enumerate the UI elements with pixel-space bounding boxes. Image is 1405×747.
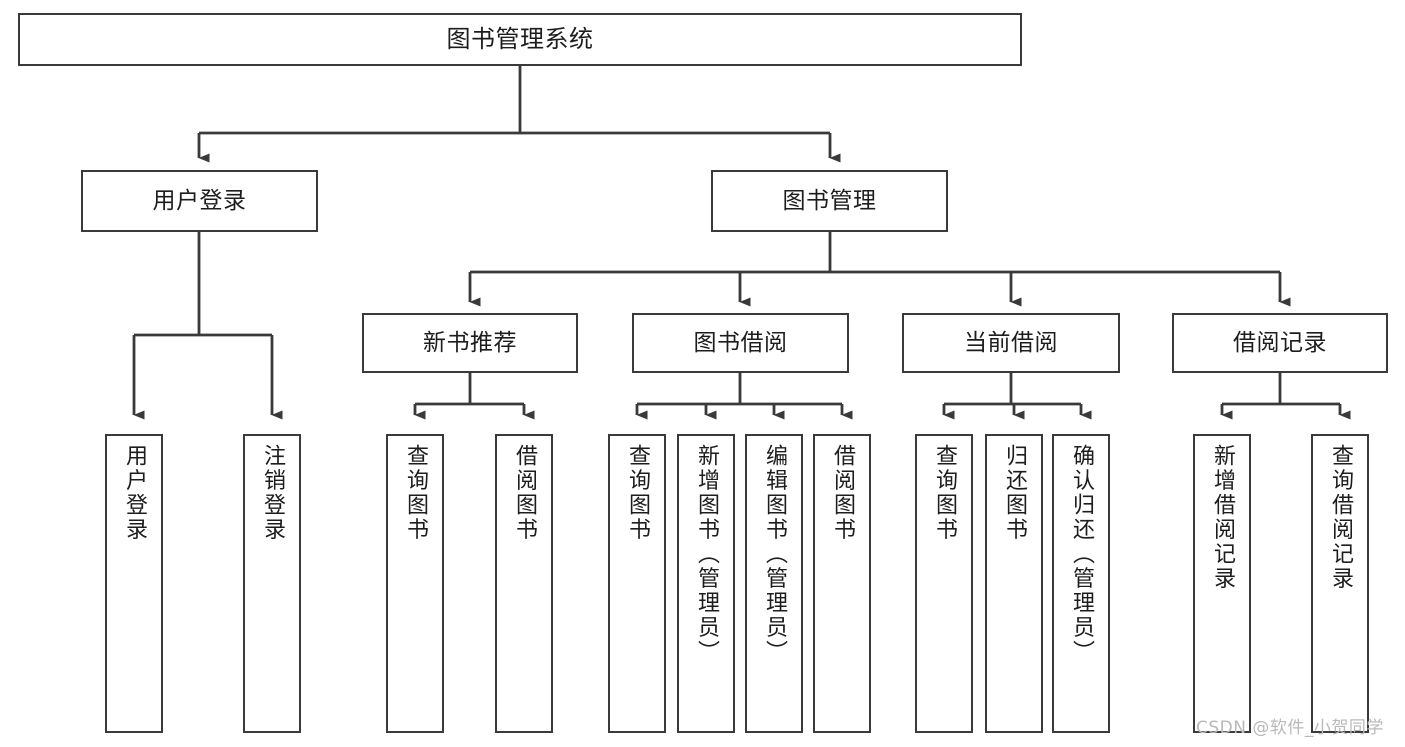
node-label: 用户登录 xyxy=(122,444,147,542)
node-label: 借阅图书 xyxy=(512,444,537,542)
node-label: 确认归还（管理员） xyxy=(1069,444,1094,665)
node-label: 用户登录 xyxy=(152,187,247,214)
node-label: 查询图书 xyxy=(932,444,957,542)
node-label: 查询借阅记录 xyxy=(1328,444,1353,591)
leaf-new-book-query[interactable]: 查询图书 xyxy=(386,434,444,733)
node-label: 编辑图书（管理员） xyxy=(762,444,787,665)
node-label: 查询图书 xyxy=(403,444,428,542)
leaf-user-login-signin[interactable]: 用户登录 xyxy=(105,434,163,733)
node-label: 新书推荐 xyxy=(423,329,517,356)
node-label: 图书借阅 xyxy=(693,329,788,356)
leaf-borrow-record-add[interactable]: 新增借阅记录 xyxy=(1193,434,1251,733)
node-label: 归还图书 xyxy=(1002,444,1027,542)
leaf-book-borrow-query[interactable]: 查询图书 xyxy=(608,434,666,733)
leaf-book-borrow-lend[interactable]: 借阅图书 xyxy=(813,434,871,733)
node-book-borrow[interactable]: 图书借阅 xyxy=(632,313,849,373)
node-label: 借阅记录 xyxy=(1233,329,1327,356)
leaf-new-book-borrow[interactable]: 借阅图书 xyxy=(495,434,553,733)
node-label: 注销登录 xyxy=(260,444,285,542)
node-label: 新增借阅记录 xyxy=(1210,444,1235,591)
node-label: 借阅图书 xyxy=(830,444,855,542)
leaf-user-login-signout[interactable]: 注销登录 xyxy=(243,434,301,733)
node-label: 图书管理系统 xyxy=(446,24,594,53)
node-label: 查询图书 xyxy=(625,444,650,542)
csdn-watermark: CSDN @软件_小贺同学 xyxy=(1196,718,1384,738)
leaf-book-borrow-edit[interactable]: 编辑图书（管理员） xyxy=(745,434,803,733)
node-user-login[interactable]: 用户登录 xyxy=(81,170,318,232)
leaf-current-borrow-return[interactable]: 归还图书 xyxy=(985,434,1043,733)
leaf-borrow-record-query[interactable]: 查询借阅记录 xyxy=(1311,434,1369,733)
leaf-current-borrow-confirm[interactable]: 确认归还（管理员） xyxy=(1052,434,1110,733)
node-root-system[interactable]: 图书管理系统 xyxy=(18,13,1022,66)
node-new-book-recommend[interactable]: 新书推荐 xyxy=(362,313,578,373)
leaf-current-borrow-query[interactable]: 查询图书 xyxy=(915,434,973,733)
node-current-borrow[interactable]: 当前借阅 xyxy=(902,313,1120,373)
node-borrow-record[interactable]: 借阅记录 xyxy=(1172,313,1388,373)
node-label: 新增图书（管理员） xyxy=(694,444,719,665)
node-label: 图书管理 xyxy=(782,187,877,214)
node-book-management[interactable]: 图书管理 xyxy=(711,170,948,232)
node-label: 当前借阅 xyxy=(964,329,1058,356)
leaf-book-borrow-add[interactable]: 新增图书（管理员） xyxy=(677,434,735,733)
